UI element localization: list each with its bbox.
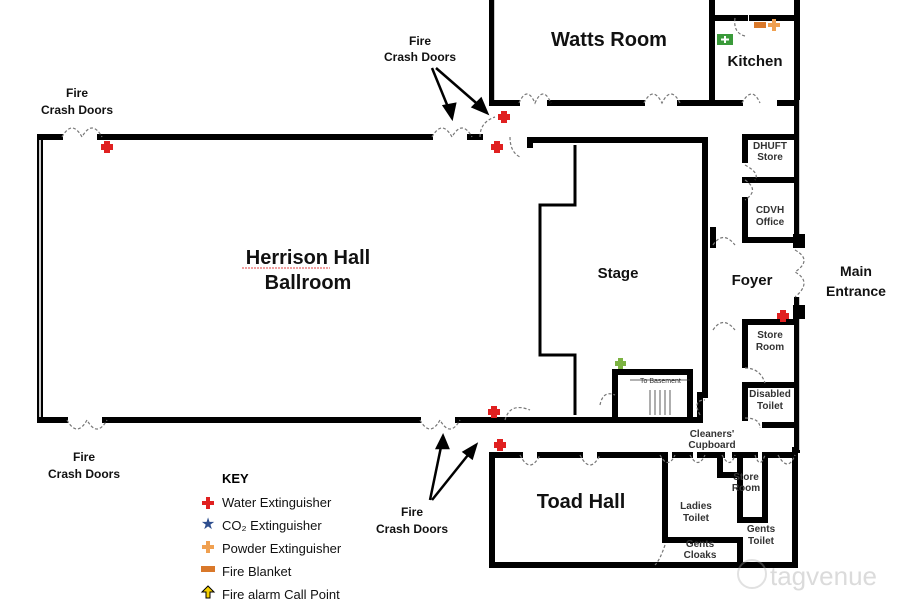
safety-markers [101,19,789,451]
stairs [630,379,690,415]
fire-doors-label: Fire [401,505,423,519]
cdvh-label-2: Office [756,217,785,228]
gents-cloaks-label-2: Cloaks [684,550,717,561]
svg-text:★: ★ [201,516,215,533]
cdvh-label: CDVH [756,205,784,216]
legend-item: Water Extinguisher [222,495,332,510]
ladies-toilet-label-2: Toilet [683,513,710,524]
dhuft-label: DHUFT [753,141,787,152]
legend-item: Fire Blanket [222,564,292,579]
cleaners-label: Cleaners' [690,429,735,440]
ballroom-label: Herrison Hall [246,247,370,269]
gents-toilet-label-2: Toilet [748,536,775,547]
legend: KEY Water Extinguisher CO₂ Extinguisher … [222,471,342,600]
ladies-toilet-label: Ladies [680,501,712,512]
main-entrance-label-2: Entrance [826,283,886,299]
water-extinguisher-icon [101,141,113,153]
water-extinguisher-icon [491,141,503,153]
stage-label: Stage [598,265,639,282]
door-swings [61,17,805,566]
foyer-label: Foyer [732,272,773,289]
store-room-label-2: Room [756,342,784,353]
legend-item: Fire alarm Call Point [222,587,340,600]
store-room-label: Store [757,330,783,341]
fire-doors-label: Fire [73,450,95,464]
first-aid-icon [615,358,626,369]
main-entrance-label: Main [840,263,872,279]
fire-door-arrows [428,67,490,501]
walls [37,0,805,568]
legend-item: CO₂ Extinguisher [222,518,322,533]
watermark-text: tagvenue [770,561,877,591]
fire-doors-label-2: Crash Doors [384,50,456,64]
water-extinguisher-icon [494,439,506,451]
stage-outline [538,145,577,415]
gents-cloaks-label: Gents [686,539,715,550]
disabled-toilet-label-2: Toilet [757,401,784,412]
basement-label: To Basement [640,378,681,385]
water-extinguisher-icon [488,406,500,418]
fire-doors-label-2: Crash Doors [48,467,120,481]
legend-title: KEY [222,471,249,486]
ballroom-label-2: Ballroom [265,272,352,294]
fire-doors-label-2: Crash Doors [376,522,448,536]
disabled-toilet-label: Disabled [749,389,791,400]
legend-item: Powder Extinguisher [222,541,342,556]
water-extinguisher-icon [498,111,510,123]
fire-doors-label-2: Crash Doors [41,103,113,117]
fire-doors-label: Fire [409,34,431,48]
kitchen-label: Kitchen [727,53,782,70]
store-room-2-label-2: Room [732,483,760,494]
cleaners-label-2: Cupboard [688,440,735,451]
watermark [737,559,767,589]
store-room-2-label: Store [733,472,759,483]
watts-room-label: Watts Room [551,29,667,51]
fire-blanket-icon [754,22,766,28]
powder-extinguisher-icon [768,19,780,31]
key-icons: ★ [200,497,216,599]
fire-doors-label: Fire [66,86,88,100]
gents-toilet-label: Gents [747,524,776,535]
toad-hall-label: Toad Hall [537,491,626,513]
water-extinguisher-icon [777,310,789,322]
dhuft-label-2: Store [757,152,783,163]
